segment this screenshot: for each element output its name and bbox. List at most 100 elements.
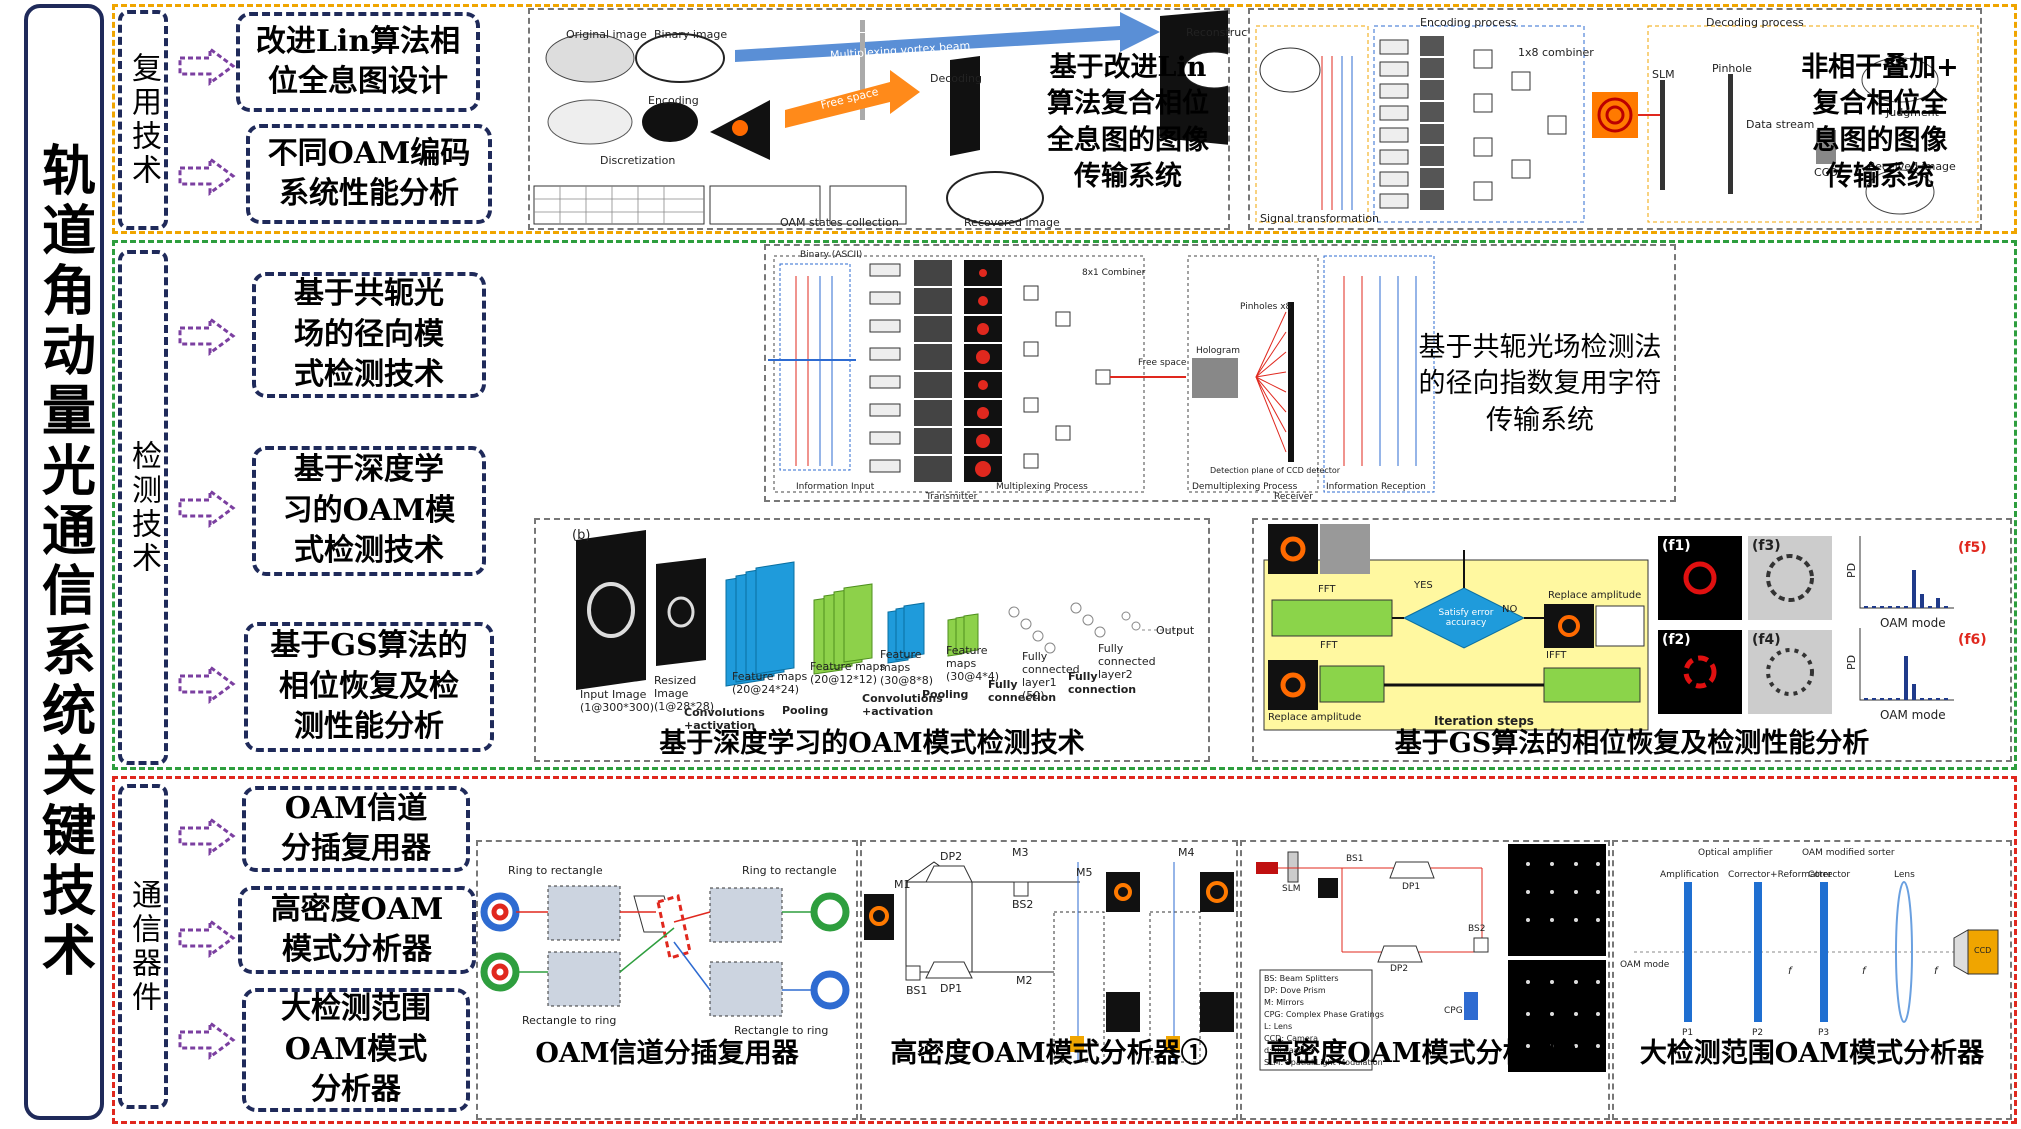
fig-label: (f2) [1662, 632, 1691, 648]
category-multiplex: 复用技术 [118, 10, 168, 230]
fig-label: Recovered image [964, 216, 1060, 229]
fig-label: Satisfy error accuracy [1438, 608, 1494, 628]
panel-gs: YES FFT FFT IFFT NO Satisfy error accura… [1252, 518, 2012, 762]
fig-label: OAM states collection [780, 216, 899, 229]
panel-conjugate-system: Binary (ASCII) 8x1 Combiner Free space H… [764, 244, 1676, 502]
plot-bar [1872, 698, 1876, 700]
fig-label: (f6) [1958, 632, 1987, 648]
item-wide-range: 大检测范围 OAM模式 分析器 [242, 988, 470, 1112]
item-add-drop-mux: OAM信道 分插复用器 [242, 786, 470, 872]
fig-label: Feature maps (30@8*8) [880, 648, 934, 687]
fig-label: NO [1502, 604, 1518, 615]
fig-label: DP1 [1402, 882, 1421, 892]
category-device: 通信器件 [118, 784, 168, 1109]
fig-label: Received image [1868, 160, 1956, 173]
plot-bar [1888, 606, 1892, 608]
arrow-icon [178, 488, 236, 528]
fig-label: PD [1845, 562, 1859, 579]
fig-label: M4 [1178, 846, 1195, 859]
fig-label: Pinhole [1712, 62, 1752, 75]
arrow-icon [178, 156, 236, 196]
fig-label: BS2 [1012, 898, 1034, 911]
fig-label: BS1 [906, 984, 928, 997]
plot-bar [1920, 594, 1924, 608]
plot-bar [1936, 698, 1940, 700]
plot-bar [1904, 656, 1908, 700]
fig-label: Replace amplitude [1268, 712, 1362, 723]
fig-label: Lens [1894, 870, 1915, 880]
fig-label: Hologram [1196, 346, 1240, 356]
caption-incoherent-system: 非相干叠加+ 复合相位全 息图的图像 传输系统 [1801, 52, 1959, 193]
fig-label: SLM [1652, 68, 1675, 81]
fig-label: Replace amplitude [1548, 590, 1642, 601]
arrow-icon [178, 46, 236, 86]
fig-label: Corrector [1808, 870, 1851, 880]
fig-label: FFT [1320, 640, 1338, 651]
fig-label: Pinholes x8 [1240, 302, 1292, 312]
plot-bar [1928, 698, 1932, 700]
fig-label: Reconstruction [1186, 26, 1269, 39]
fig-label: Fully connected layer1 (50) [1022, 650, 1080, 702]
fig-label: M: Mirrors [1264, 998, 1304, 1007]
fig-label: P3 [1818, 1028, 1830, 1038]
fig-label: M2 [1016, 974, 1033, 987]
panel-lin-system: Original image Binary image Multiplexing… [528, 8, 1268, 230]
fig-label: Output [1156, 624, 1195, 637]
fig-label: f [1862, 966, 1866, 977]
panel-high-density-2: SLM DP1 DP2 BS1 BS2 CPG BS: Beam Splitte… [1240, 840, 1610, 1120]
multiplex-region [112, 4, 2017, 234]
fig-label: Feature maps (20@12*12) [810, 660, 886, 686]
fig-label: Demultiplexing Process [1192, 482, 1298, 492]
fig-label: SLM [1282, 884, 1301, 894]
fig-label: CCD [1974, 946, 1992, 955]
panel-cnn: (b) Input Image (1@300*300) Resized Imag… [534, 518, 1210, 762]
caption-high-density-1: 高密度OAM模式分析器① [890, 1038, 1208, 1069]
panel-incoherent-system: Encoding process Decoding process 1x8 co… [1248, 8, 1982, 230]
fig-label: M1 [894, 878, 911, 891]
fig-label: Information Reception [1326, 482, 1426, 492]
plot-bar [1920, 698, 1924, 700]
fig-label: Pooling [782, 704, 829, 717]
fig-label: Pooling [922, 688, 969, 701]
fig-label: Transmitter [926, 492, 978, 502]
fig-label: 8x1 Combiner [1082, 268, 1146, 278]
fig-label: Data stream [1746, 118, 1815, 131]
fig-label: (b) [572, 528, 591, 543]
fig-label: Rectangle to ring [522, 1014, 617, 1027]
fig-label: Discretization [600, 154, 676, 167]
fig-label: OAM modified sorter [1802, 848, 1895, 858]
plot-bar [1928, 606, 1932, 608]
panel-add-drop: Ring to rectangle Ring to rectangle Rect… [476, 840, 858, 1120]
fig-label: Encoding process [1420, 16, 1517, 29]
fig-label: DP: Dove Prism [1264, 986, 1326, 995]
plot-bar [1880, 606, 1884, 608]
fig-label: DP2 [1390, 964, 1409, 974]
main-title: 轨道角动量光通信系统关键技术 [32, 142, 96, 982]
caption-cnn: 基于深度学习的OAM模式检测技术 [659, 728, 1085, 759]
item-conjugate-detect: 基于共轭光 场的径向模 式检测技术 [252, 272, 486, 398]
fig-label: OAM mode [1620, 960, 1670, 970]
fig-label: Optical amplifier [1698, 848, 1773, 858]
fig-label: Binary (ASCII) [800, 250, 863, 260]
fig-label: BS: Beam Splitters [1264, 974, 1339, 983]
fig-label: Feature maps (20@24*24) [732, 670, 808, 696]
arrow-icon [178, 918, 236, 958]
plot-bar [1904, 606, 1908, 608]
plot-bar [1864, 698, 1868, 700]
arrow-icon [178, 1020, 236, 1060]
arrow-icon [178, 664, 236, 704]
fig-label: Decoding process [1706, 16, 1804, 29]
fig-label: M5 [1076, 866, 1093, 879]
fig-label: DP1 [940, 982, 963, 995]
fig-label: P2 [1752, 1028, 1764, 1038]
plot-bar [1896, 606, 1900, 608]
fig-label: (f1) [1662, 538, 1691, 554]
caption-lin-system: 基于改进Lin 算法复合相位 全息图的图像 传输系统 [1047, 52, 1209, 193]
plot-bar [1896, 698, 1900, 700]
fig-label: IFFT [1546, 650, 1567, 661]
fig-label: f [1788, 966, 1792, 977]
fig-label: Information Input [796, 482, 875, 492]
fig-label: CPG: Complex Phase Gratings [1264, 1010, 1384, 1019]
fig-label: (f4) [1752, 632, 1781, 648]
detect-region [112, 240, 2017, 770]
